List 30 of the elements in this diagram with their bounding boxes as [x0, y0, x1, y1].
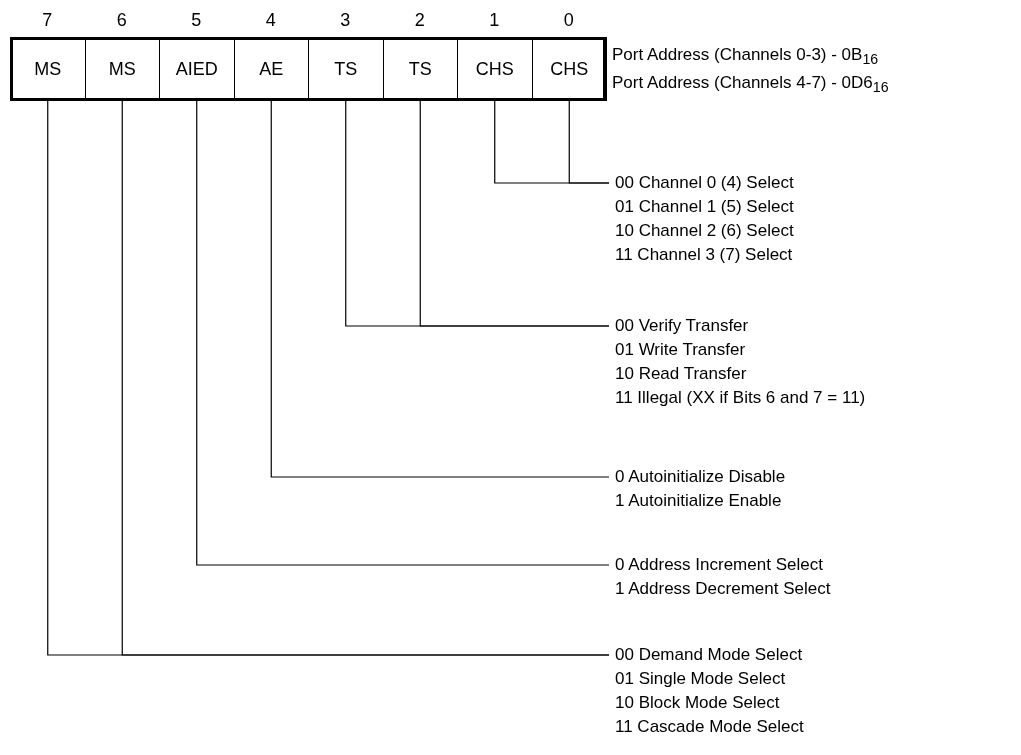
- option-text: 0 Address Increment Select: [615, 554, 824, 576]
- option-text: 1 Autoinitialize Enable: [615, 490, 783, 512]
- bit-number: 0: [562, 10, 575, 31]
- option-text: 00 Channel 0 (4) Select: [615, 172, 794, 194]
- bit-number: 7: [41, 10, 54, 31]
- option-text: 11 Cascade Mode Select: [615, 716, 804, 738]
- port-address-note: Port Address (Channels 4-7) - 0D6$_{16}$: [612, 73, 889, 96]
- bit-number: 6: [115, 10, 128, 31]
- option-text: 11 Illegal (XX if Bits 6 and 7 = 11): [615, 387, 866, 409]
- bit-number: 3: [339, 10, 352, 31]
- option-text: 00 Demand Mode Select: [615, 644, 804, 666]
- option-text: 01 Write Transfer: [615, 339, 747, 361]
- option-text: 00 Verify Transfer: [615, 315, 750, 337]
- option-text: 01 Single Mode Select: [615, 668, 787, 690]
- option-text: 0 Autoinitialize Disable: [615, 466, 786, 488]
- connector-line: [270, 100, 610, 478]
- option-text: 11 Channel 3 (7) Select: [615, 244, 794, 266]
- option-text: 10 Channel 2 (6) Select: [615, 220, 794, 242]
- connector-line: [568, 100, 610, 184]
- connector-line: [196, 100, 610, 566]
- bit-number: 4: [264, 10, 277, 31]
- option-text: 1 Address Decrement Select: [615, 578, 831, 600]
- bit-number: 1: [488, 10, 501, 31]
- bit-number: 5: [190, 10, 203, 31]
- option-text: 10 Read Transfer: [615, 363, 748, 385]
- connector-line: [419, 100, 610, 327]
- option-text: 10 Block Mode Select: [615, 692, 781, 714]
- port-address-note: Port Address (Channels 0-3) - 0B$_{16}$: [612, 45, 879, 68]
- bit-number: 2: [413, 10, 426, 31]
- option-text: 01 Channel 1 (5) Select: [615, 196, 794, 218]
